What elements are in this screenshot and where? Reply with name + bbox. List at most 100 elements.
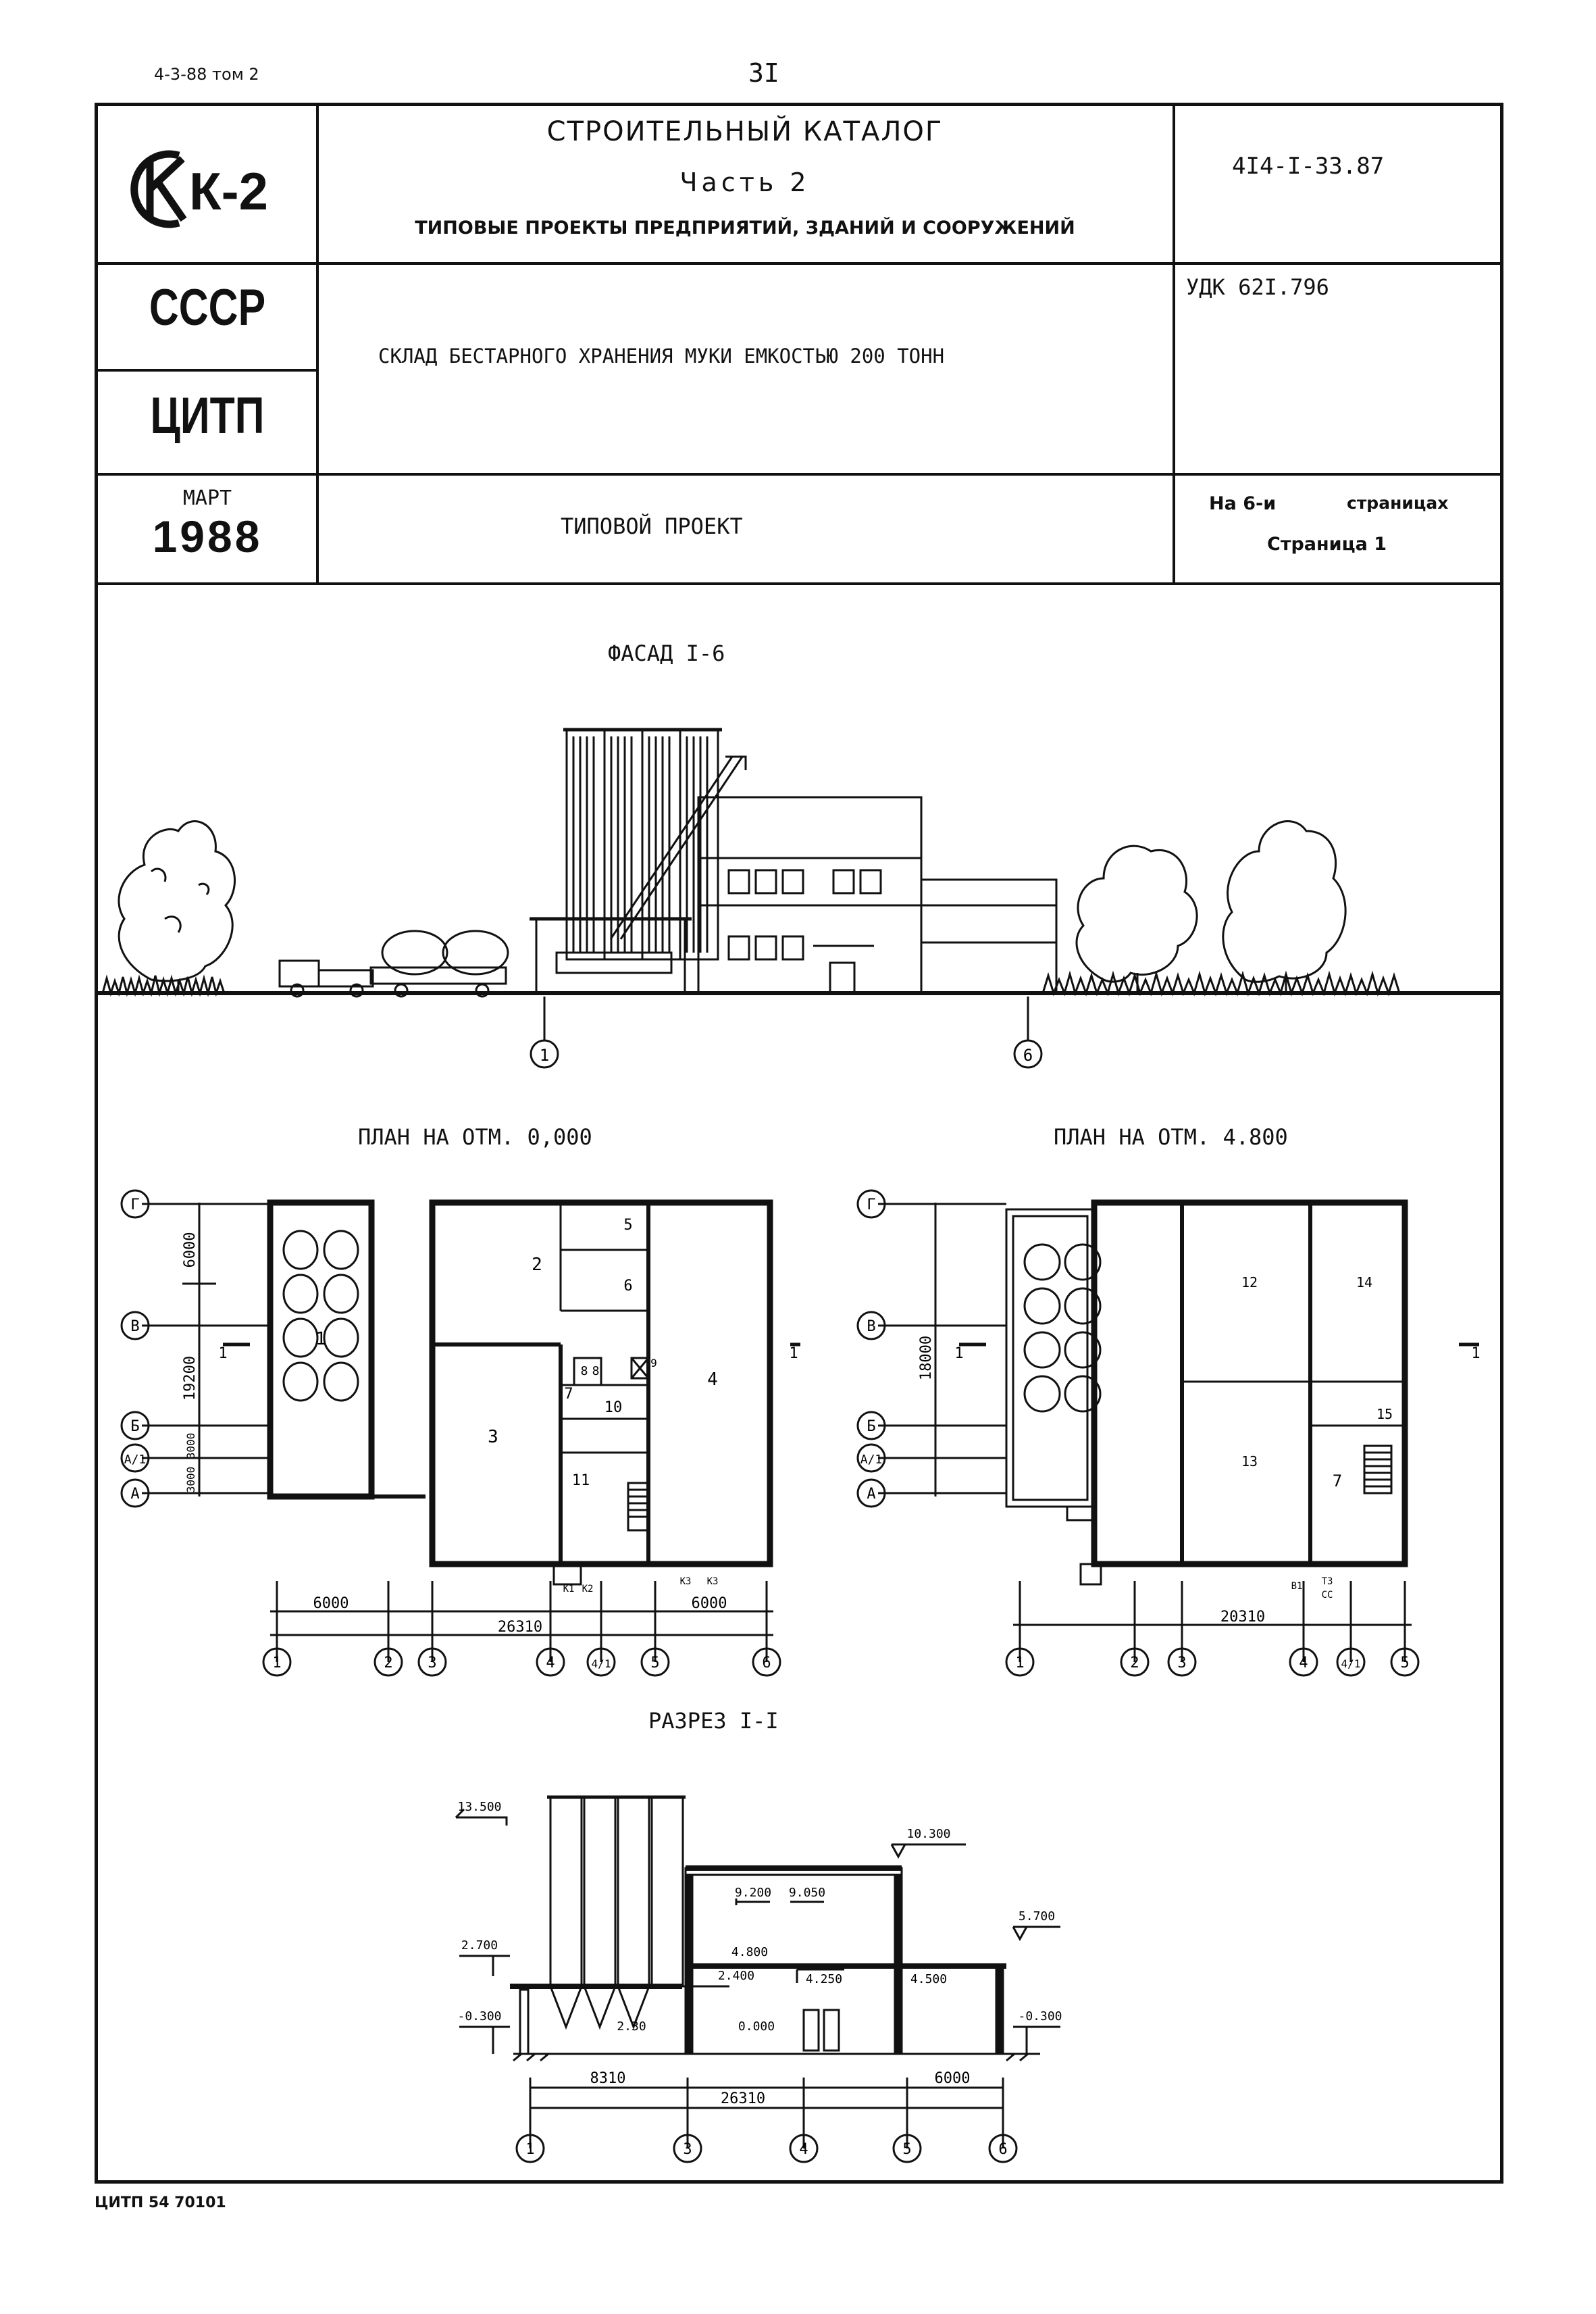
- plan1-dim-26310: 26310: [498, 1619, 542, 1636]
- plan2-section-left: 1: [954, 1345, 963, 1362]
- catalog-title: СТРОИТЕЛЬНЫЙ КАТАЛОГ: [546, 116, 944, 147]
- page-label: Страница 1: [1267, 534, 1387, 555]
- plan1-note-k3b: К3: [707, 1576, 719, 1587]
- page-number: 3I: [748, 58, 779, 88]
- plan2-note-v1: В1: [1291, 1581, 1303, 1592]
- plan1-col-2: 2: [384, 1655, 392, 1671]
- room-15: 15: [1376, 1406, 1393, 1422]
- level-9050: 9.050: [789, 1886, 825, 1900]
- plan1-note-k1: К1: [563, 1584, 575, 1594]
- plan2-row-b: Б: [867, 1418, 875, 1435]
- sheet-frame: [95, 103, 1503, 2184]
- facade-title: ФАСАД I-6: [608, 640, 725, 666]
- plan1-dim-6000-right: 6000: [692, 1595, 727, 1612]
- pages-word: страницах: [1347, 493, 1449, 513]
- section-col-5: 5: [902, 2141, 911, 2158]
- plan1-title: ПЛАН НА ОТМ. 0,000: [358, 1124, 592, 1150]
- plan1-note-k2: К2: [582, 1584, 594, 1594]
- section-col-1: 1: [525, 2141, 534, 2158]
- facade-axis-left: 1: [540, 1046, 549, 1065]
- level-4250: 4.250: [806, 1972, 842, 1986]
- level-230: 2.30: [617, 2019, 646, 2034]
- room-11: 11: [572, 1472, 590, 1489]
- plan1-row-g: Г: [130, 1197, 139, 1213]
- plan2-note-ss: СС: [1322, 1590, 1333, 1601]
- plan1-dim-v-3000b: 3000: [184, 1467, 197, 1493]
- plan1-row-a: А: [130, 1486, 139, 1503]
- section-dim-26310: 26310: [721, 2090, 765, 2107]
- plan1-col-6: 6: [762, 1655, 771, 1671]
- plan2-drawing: Г В Б А/1 А 1 2 3 4 4/1 5 18000 20310 12…: [856, 1189, 1481, 1677]
- facade-drawing: 1 6: [97, 728, 1501, 1069]
- room-5: 5: [623, 1217, 632, 1234]
- plan1-col-4: 4: [546, 1655, 555, 1671]
- divider: [1173, 103, 1175, 584]
- level-minus-300-left: -0.300: [457, 2009, 501, 2023]
- room-1: 1: [315, 1329, 326, 1349]
- plan2-row-a1: А/1: [860, 1453, 883, 1467]
- section-col-4: 4: [799, 2141, 808, 2158]
- level-2400: 2.400: [718, 1969, 754, 1983]
- room-4: 4: [707, 1369, 718, 1390]
- plan2-note-t3: Т3: [1322, 1576, 1333, 1587]
- plan2-row-v: В: [867, 1318, 875, 1335]
- level-5700: 5.700: [1019, 1909, 1055, 1923]
- plan2-dim-h: 20310: [1220, 1609, 1265, 1626]
- plan2-col-4: 4: [1299, 1655, 1308, 1671]
- logo: К-2: [108, 135, 311, 243]
- organization: ЦИТП: [150, 387, 265, 445]
- plan1-col-5: 5: [650, 1655, 659, 1671]
- section-drawing: 13.500 10.300 9.200 9.050 4.800 5.700 2.…: [455, 1795, 1062, 2163]
- section-dim-6000: 6000: [935, 2070, 971, 2087]
- plan1-row-a1: А/1: [124, 1453, 147, 1467]
- footer-code: ЦИТП 54 70101: [95, 2194, 226, 2211]
- plan1-drawing: Г В Б А/1 А 1 2 3 4 4/1 5 6 6000 26310 6…: [120, 1189, 800, 1677]
- plan1-col-4-1: 4/1: [592, 1657, 611, 1670]
- divider: [95, 262, 1503, 265]
- divider: [95, 473, 1503, 476]
- plan2-col-4-1: 4/1: [1341, 1657, 1361, 1670]
- plan1-section-left: 1: [218, 1345, 227, 1362]
- level-4500: 4.500: [910, 1972, 947, 1986]
- plan2-dim-v: 18000: [918, 1336, 935, 1380]
- plan1-dim-6000: 6000: [313, 1595, 349, 1612]
- logo-number: К-2: [189, 161, 268, 221]
- plan2-row-a: А: [867, 1486, 875, 1503]
- section-col-3: 3: [683, 2141, 692, 2158]
- facade-axis-right: 6: [1023, 1046, 1033, 1065]
- level-13500: 13.500: [457, 1800, 501, 1814]
- room-10: 10: [604, 1399, 623, 1416]
- plan2-col-2: 2: [1130, 1655, 1139, 1671]
- plan1-col-3: 3: [428, 1655, 436, 1671]
- level-9200: 9.200: [735, 1886, 771, 1900]
- plan2-col-5: 5: [1400, 1655, 1409, 1671]
- divider: [95, 582, 1503, 585]
- catalog-ref: 4-3-88 том 2: [154, 65, 259, 84]
- project-type: ТИПОВОЙ ПРОЕКТ: [561, 513, 743, 539]
- project-code: 4I4-I-33.87: [1232, 153, 1385, 180]
- catalog-part: Часть 2: [679, 168, 810, 197]
- plan1-col-1: 1: [272, 1655, 281, 1671]
- udk: УДК 62I.796: [1186, 274, 1329, 300]
- plan2-title: ПЛАН НА ОТМ. 4.800: [1054, 1124, 1288, 1150]
- room-13: 13: [1241, 1453, 1258, 1469]
- plan1-section-right: 1: [789, 1345, 798, 1362]
- room-7-upper: 7: [1333, 1472, 1342, 1490]
- plan2-section-right: 1: [1471, 1345, 1480, 1362]
- plan1-dim-v-6000: 6000: [182, 1232, 199, 1268]
- divider: [95, 369, 317, 372]
- plan1-dim-v-3000a: 3000: [184, 1433, 197, 1459]
- catalog-subtitle: ТИПОВЫЕ ПРОЕКТЫ ПРЕДПРИЯТИЙ, ЗДАНИЙ И СО…: [415, 218, 1075, 238]
- section-dim-8310: 8310: [590, 2070, 626, 2087]
- plan2-col-1: 1: [1015, 1655, 1024, 1671]
- ck-logo-icon: [130, 150, 187, 228]
- room-14: 14: [1356, 1274, 1372, 1290]
- room-7: 7: [564, 1386, 573, 1403]
- level-2700: 2.700: [461, 1938, 498, 1953]
- room-2: 2: [532, 1255, 542, 1275]
- plan1-row-b: Б: [130, 1418, 139, 1435]
- room-8b: 8: [592, 1364, 600, 1378]
- section-title: РАЗРЕЗ I-I: [648, 1708, 779, 1734]
- section-col-6: 6: [998, 2141, 1007, 2158]
- country: СССР: [149, 279, 266, 336]
